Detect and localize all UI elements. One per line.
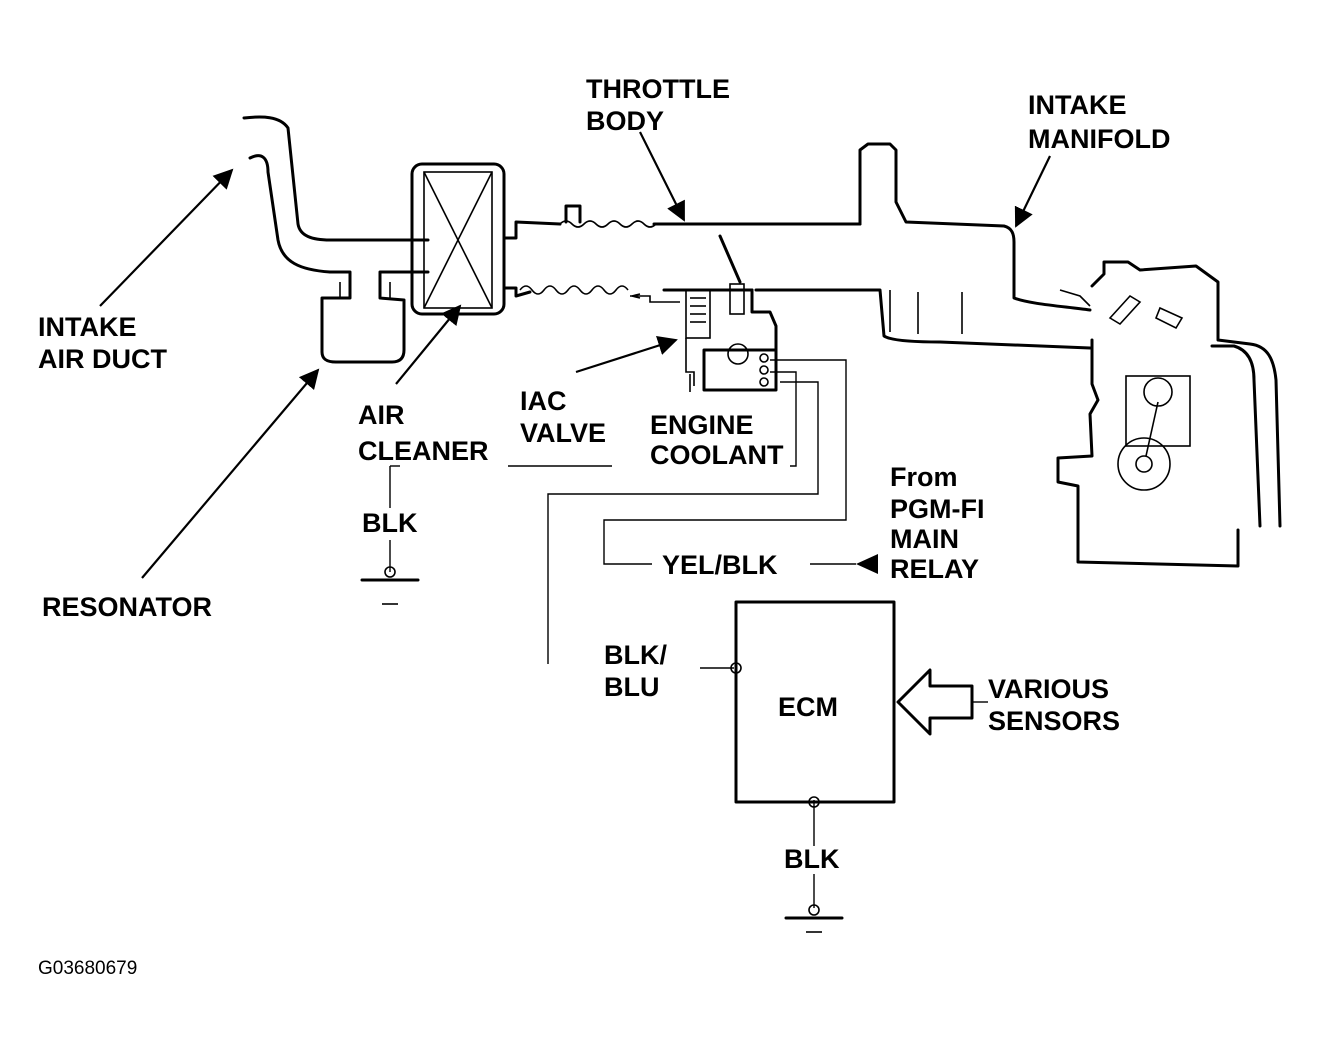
label-throttle-body-2: BODY — [586, 106, 664, 136]
label-ecm: ECM — [778, 692, 838, 722]
label-iac-valve-1: IAC — [520, 386, 567, 416]
label-intake-air-duct-2: AIR DUCT — [38, 344, 167, 374]
throttle-body — [652, 222, 862, 315]
intake-air-duct — [242, 115, 430, 274]
sensors-input-arrow — [896, 668, 974, 736]
figure-code: G03680679 — [38, 958, 137, 979]
intake-tube — [502, 204, 657, 298]
ecm-box — [730, 600, 896, 808]
ground-symbol-top — [360, 566, 420, 605]
ground-symbol-bottom — [784, 904, 844, 933]
pointer-arrows — [99, 131, 1051, 579]
label-engine-coolant-2: COOLANT — [650, 440, 784, 470]
label-intake-manifold-1: INTAKE — [1028, 90, 1127, 120]
label-intake-manifold-2: MANIFOLD — [1028, 124, 1170, 154]
label-various-sensors-1: VARIOUS — [988, 674, 1109, 704]
label-from-relay-1: From — [890, 462, 958, 492]
label-yel-blk: YEL/BLK — [662, 550, 778, 580]
label-intake-air-duct-1: INTAKE — [38, 312, 137, 342]
label-blk-bottom: BLK — [784, 844, 840, 874]
label-blk-top: BLK — [362, 508, 418, 538]
label-air-cleaner-1: AIR — [358, 400, 405, 430]
iac-valve — [630, 288, 778, 392]
label-blk-blu-1: BLK/ — [604, 640, 667, 670]
label-resonator: RESONATOR — [42, 592, 212, 622]
intake-manifold — [754, 142, 1092, 350]
label-engine-coolant-1: ENGINE — [650, 410, 754, 440]
label-air-cleaner-2: CLEANER — [358, 436, 489, 466]
label-various-sensors-2: SENSORS — [988, 706, 1120, 736]
label-blk-blu-2: BLU — [604, 672, 660, 702]
label-from-relay-4: RELAY — [890, 554, 979, 584]
label-from-relay-3: MAIN — [890, 524, 959, 554]
resonator — [320, 270, 430, 364]
engine — [1056, 260, 1282, 568]
label-throttle-body-1: THROTTLE — [586, 74, 730, 104]
relay-arrow — [856, 554, 878, 574]
label-iac-valve-2: VALVE — [520, 418, 606, 448]
label-from-relay-2: PGM-FI — [890, 494, 985, 524]
